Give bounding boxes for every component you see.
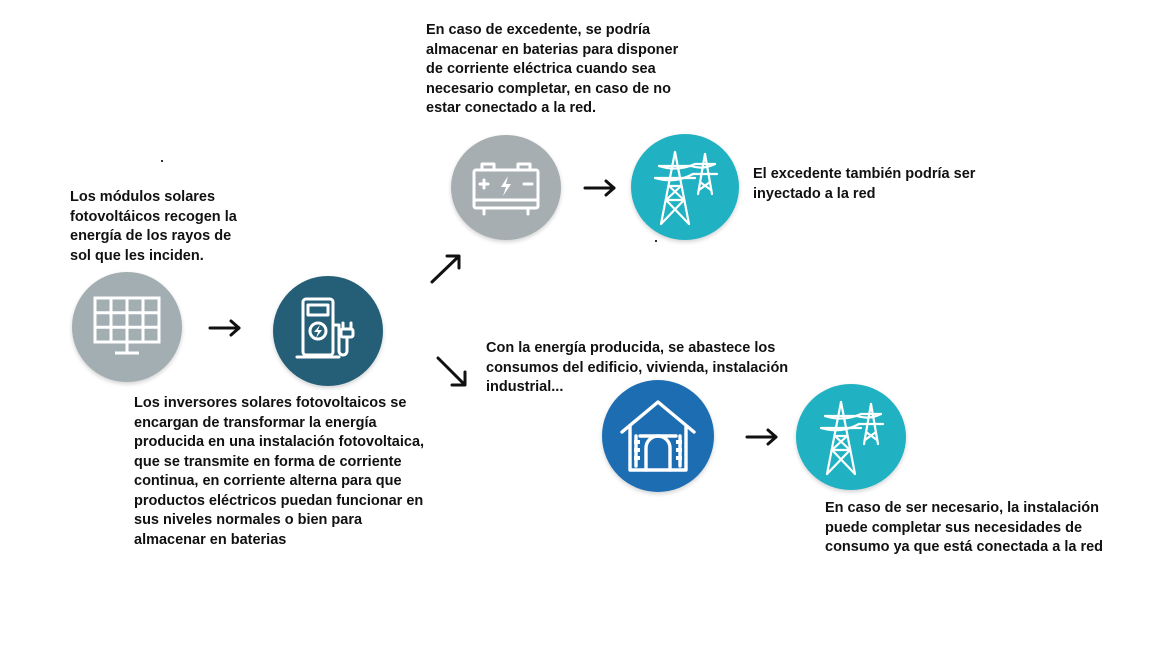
grid-export-description: El excedente también podría ser inyectad… [753, 166, 976, 202]
house-icon [620, 400, 696, 472]
inverter-charger-icon [295, 297, 355, 359]
battery-circle [451, 135, 561, 240]
grid-import-description: En caso de ser necesario, la instalación… [825, 500, 1104, 555]
arrow-right [745, 428, 778, 446]
battery-icon [472, 162, 540, 215]
grid-import-circle [796, 384, 906, 490]
stray-dot [161, 160, 163, 162]
consumption-circle [602, 380, 714, 492]
stray-dot [655, 240, 657, 242]
solar-panel-icon [93, 296, 161, 355]
solar-description: Los módulos solares fotovoltáicos recoge… [70, 189, 237, 264]
arrow-up-right [430, 254, 461, 284]
arrow-right [583, 179, 616, 197]
arrow-right [208, 319, 241, 337]
arrow-down-right [436, 356, 467, 387]
battery-description: En caso de excedente, se podría almacena… [426, 22, 679, 116]
solar-circle [72, 272, 182, 382]
grid-export-circle [631, 134, 739, 240]
inverter-circle [273, 276, 383, 386]
power-tower-icon [653, 150, 719, 226]
power-tower-icon [819, 400, 885, 476]
consumption-description: Con la energía producida, se abastece lo… [486, 340, 789, 395]
inverter-description: Los inversores solares fotovoltaicos se … [134, 395, 425, 548]
